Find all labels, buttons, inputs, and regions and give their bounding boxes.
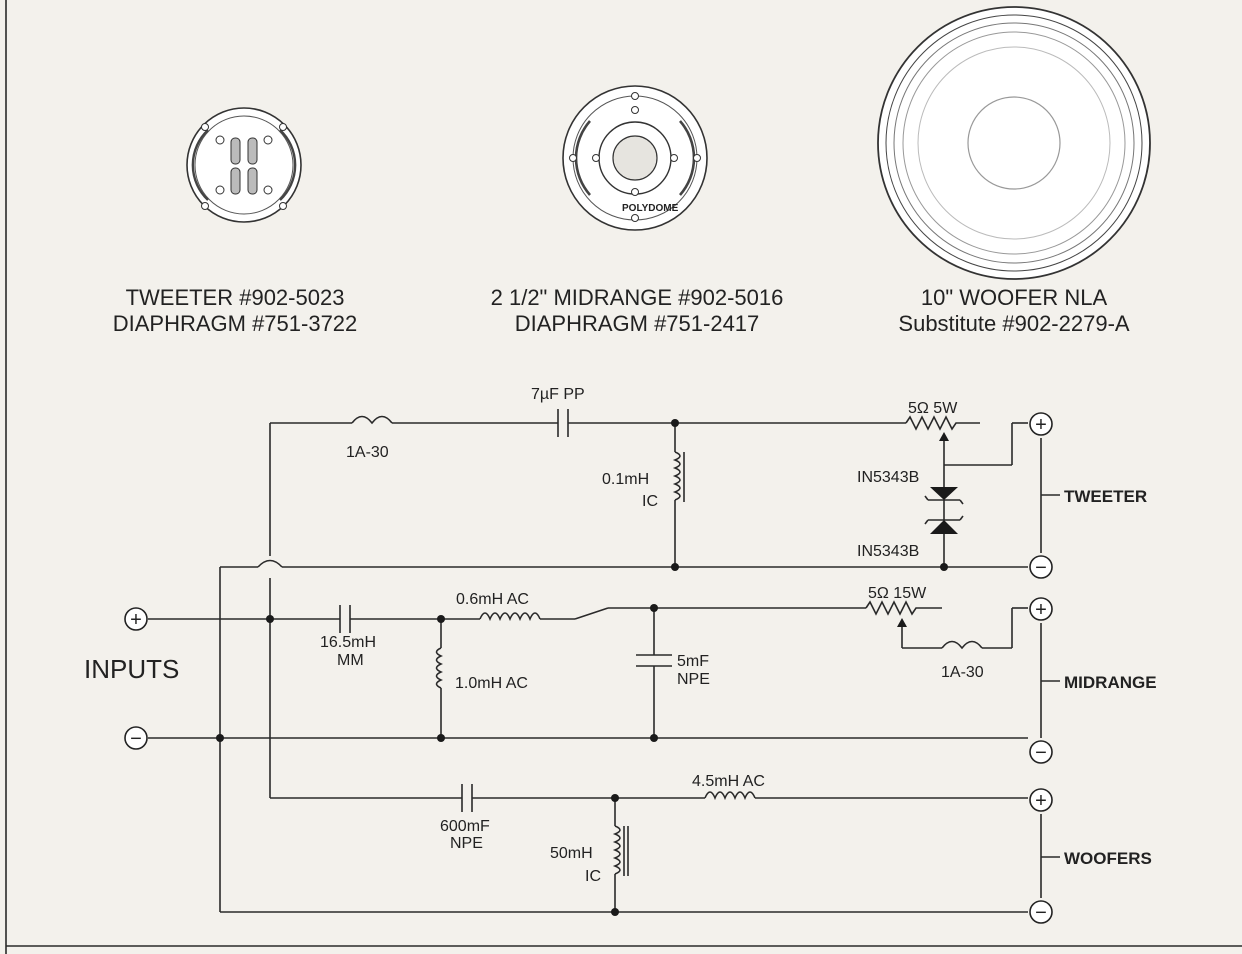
svg-text:−: − xyxy=(1035,557,1047,579)
input-plus-terminal: + xyxy=(124,607,148,631)
woofer-series-coil-label: 4.5mH AC xyxy=(692,773,765,790)
svg-text:−: − xyxy=(130,728,142,750)
svg-text:+: + xyxy=(130,609,142,631)
midrange-shunt-coil-label: 1.0mH AC xyxy=(455,675,528,692)
svg-text:+: + xyxy=(1035,599,1047,621)
midrange-minus-terminal: − xyxy=(1029,740,1053,764)
midrange-output-label: MIDRANGE xyxy=(1064,673,1157,692)
zener-bottom-label: IN5343B xyxy=(857,543,919,560)
woofer-cap-label-1: 600mF xyxy=(440,818,490,835)
wiring xyxy=(148,409,1060,913)
tweeter-minus-terminal: − xyxy=(1029,555,1053,579)
woofer-output-label: WOOFERS xyxy=(1064,849,1152,868)
inputs-label: INPUTS xyxy=(84,654,179,684)
tweeter-drawing xyxy=(186,107,302,223)
tweeter-fuse-label: 1A-30 xyxy=(346,444,389,461)
tweeter-coil-label-1: 0.1mH xyxy=(602,471,649,488)
tweeter-plus-terminal: + xyxy=(1029,412,1053,436)
midrange-cap-label-2: MM xyxy=(337,652,364,669)
woofer-caption-line1: 10" WOOFER NLA xyxy=(921,285,1108,310)
svg-text:−: − xyxy=(1035,742,1047,764)
midrange-caption-line1: 2 1/2" MIDRANGE #902-5016 xyxy=(491,285,784,310)
woofer-caption-line2: Substitute #902-2279-A xyxy=(898,311,1129,336)
tweeter-cap-label: 7µF PP xyxy=(531,386,585,403)
woofer-shunt-coil-label-1: 50mH xyxy=(550,845,593,862)
svg-text:+: + xyxy=(1035,790,1047,812)
midrange-shunt-cap-label-2: NPE xyxy=(677,671,710,688)
tweeter-caption-line2: DIAPHRAGM #751-3722 xyxy=(113,311,358,336)
woofer-plus-terminal: + xyxy=(1029,788,1053,812)
midrange-caption-line2: DIAPHRAGM #751-2417 xyxy=(515,311,760,336)
svg-text:−: − xyxy=(1035,902,1047,924)
zener-top-label: IN5343B xyxy=(857,469,919,486)
midrange-plus-terminal: + xyxy=(1029,597,1053,621)
tweeter-output-label: TWEETER xyxy=(1064,487,1147,506)
tweeter-caption-line1: TWEETER #902-5023 xyxy=(126,285,345,310)
midrange-resistor-label: 5Ω 15W xyxy=(868,585,927,602)
woofer-shunt-coil-label-2: IC xyxy=(585,868,601,885)
woofer-cap-label-2: NPE xyxy=(450,835,483,852)
input-minus-terminal: − xyxy=(124,726,148,750)
midrange-fuse-label: 1A-30 xyxy=(941,664,984,681)
junction-dots xyxy=(216,419,948,916)
tweeter-resistor-label: 5Ω 5W xyxy=(908,400,958,417)
tweeter-coil-label-2: IC xyxy=(642,493,658,510)
svg-text:+: + xyxy=(1035,414,1047,436)
midrange-badge: POLYDOME xyxy=(622,203,679,214)
woofer-drawing xyxy=(877,6,1151,280)
midrange-shunt-cap-label-1: 5mF xyxy=(677,653,709,670)
midrange-drawing: POLYDOME xyxy=(562,85,708,231)
midrange-cap-label-1: 16.5mH xyxy=(320,634,376,651)
woofer-minus-terminal: − xyxy=(1029,900,1053,924)
midrange-series-coil-label: 0.6mH AC xyxy=(456,591,529,608)
